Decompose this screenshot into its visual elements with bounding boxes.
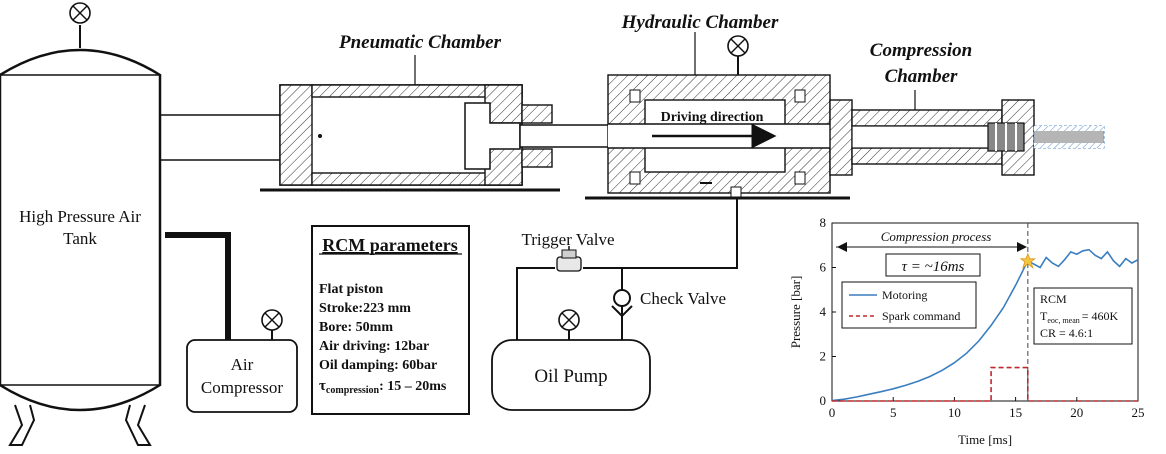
pressure-chart: 0 5 10 15 20 25 0 2 4 6 8 Compression process τ = … <box>788 215 1145 447</box>
compression-chamber <box>829 99 1105 176</box>
compressor-gauge-icon <box>261 309 283 331</box>
param-oil-damping: Oil damping: 60bar <box>319 358 437 373</box>
x-tick-label: 15 <box>1009 405 1022 420</box>
air-supply-pipe <box>160 114 280 161</box>
y-tick-label: 2 <box>820 349 827 364</box>
oil-circuit-lines <box>516 198 738 340</box>
check-valve-icon <box>611 289 633 318</box>
chart-legend: Motoring Spark command <box>841 281 977 329</box>
driving-direction-label: Driving direction <box>661 110 764 125</box>
y-tick-label: 4 <box>820 304 827 319</box>
tank-label-line1: High Pressure Air <box>19 207 141 226</box>
compression-process-label: Compression process <box>881 229 992 244</box>
series-line-motoring <box>831 248 1139 402</box>
rcm-info-title: RCM <box>1040 292 1067 306</box>
x-tick-label: 25 <box>1132 405 1145 420</box>
tank-gauge-icon <box>69 2 91 24</box>
x-tick-label: 10 <box>948 405 961 420</box>
rcm-parameters-box: RCM parameters Flat piston Stroke:223 mm… <box>311 225 470 415</box>
tau-box <box>885 253 981 277</box>
tau-label: τ = ~16ms <box>902 259 965 275</box>
oil-pump: Oil Pump <box>491 339 651 411</box>
pneumatic-chamber-label: Pneumatic Chamber <box>338 32 502 53</box>
y-tick-label: 6 <box>820 260 827 275</box>
tank-label-line2: Tank <box>63 229 97 248</box>
trigger-valve-label: Trigger Valve <box>521 230 614 249</box>
compression-chamber-label-line2: Chamber <box>885 66 958 87</box>
legend-spark-command: Spark command <box>882 309 960 323</box>
oil-pump-label: Oil Pump <box>534 366 607 387</box>
trigger-valve-icon <box>556 246 582 272</box>
param-stroke: Stroke:223 mm <box>319 301 411 316</box>
spark-marker-icon <box>1019 252 1037 269</box>
chart-x-axis-label: Time [ms] <box>958 432 1012 447</box>
chart-y-axis-label: Pressure [bar] <box>788 276 803 349</box>
rcm-info-cr: CR = 4.6:1 <box>1040 326 1093 340</box>
pneumatic-chamber <box>260 84 560 192</box>
y-tick-label: 0 <box>820 393 827 408</box>
x-tick-label: 20 <box>1070 405 1083 420</box>
param-bore: Bore: 50mm <box>319 320 393 335</box>
chart-series-group <box>831 248 1139 402</box>
compressor-label-line1: Air <box>231 355 254 374</box>
check-valve-label: Check Valve <box>640 289 726 308</box>
compression-chamber-label-line1: Compression <box>870 40 972 61</box>
rcm-parameters-title: RCM parameters <box>322 235 457 255</box>
param-flat-piston: Flat piston <box>319 282 383 297</box>
high-pressure-air-tank: High Pressure Air Tank <box>0 25 162 446</box>
series-line-spark-command <box>832 366 1138 402</box>
y-tick-label: 8 <box>820 215 827 230</box>
compressor-label-line2: Compressor <box>201 378 284 397</box>
air-compressor: Air Compressor <box>186 339 298 413</box>
param-air-driving: Air driving: 12bar <box>319 339 429 354</box>
hydraulic-chamber-label: Hydraulic Chamber <box>621 12 779 33</box>
x-tick-label: 0 <box>829 405 836 420</box>
rcm-info-temperature: Teoc, mean= 460K <box>1040 309 1119 325</box>
hydraulic-chamber <box>585 55 850 200</box>
oil-pump-gauge-icon <box>558 309 580 331</box>
rcm-info-box: RCM Teoc, mean= 460K CR = 4.6:1 <box>1033 287 1133 345</box>
hydraulic-gauge-icon <box>727 35 749 57</box>
param-tau-compression: τcompression: 15 – 20ms <box>319 378 447 396</box>
x-tick-label: 5 <box>890 405 897 420</box>
legend-motoring: Motoring <box>882 288 927 302</box>
